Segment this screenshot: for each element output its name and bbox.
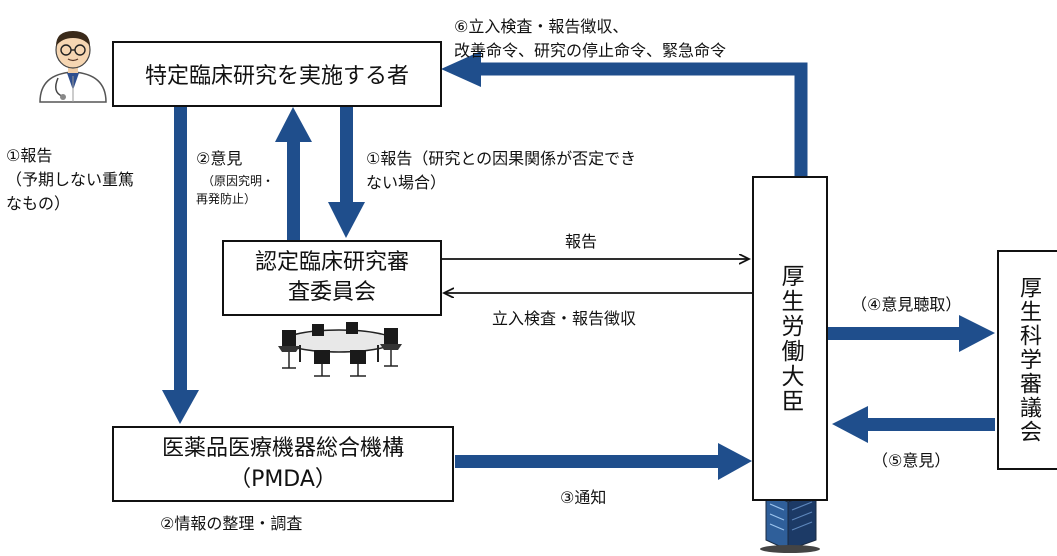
arrow-report-serious [162,106,199,424]
report-causal-label-line2: ない場合） [366,173,447,192]
council-label: 厚生科学審議会 [1016,276,1041,444]
doctor-icon [39,31,107,103]
arrow-opinion [275,107,312,241]
researcher-box: 特定臨床研究を実施する者 [112,41,442,107]
arrow-orders [441,51,808,176]
inspection-label: 立入検査・報告徴収 [492,309,637,328]
orders-label-line1: ⑥立入検査・報告徴収、 [454,17,629,36]
council-box: 厚生科学審議会 [997,250,1057,470]
meeting-table-icon [278,322,402,377]
report-thin-label: 報告 [565,232,598,251]
pmda-box: 医薬品医療機器総合機構 （PMDA） [112,426,454,502]
report-serious-label-line1: ①報告 [6,146,53,165]
arrow-hearing [828,315,995,352]
arrow-report-causal [328,106,365,238]
committee-label-line2: 査委員会 [287,280,376,305]
committee-box: 認定臨床研究審 査委員会 [222,240,442,316]
arrow-council-opinion [832,406,995,443]
notice-label: ③通知 [560,488,607,507]
opinion-detail-line1: （原因究明・ [202,174,275,188]
arrow-notice [455,443,752,480]
hearing-label: （④意見聴取） [851,295,962,314]
opinion-detail-line2: 再発防止） [196,192,257,206]
researcher-label: 特定臨床研究を実施する者 [144,64,409,89]
info-label: ②情報の整理・調査 [160,514,303,533]
report-serious-label-line3: なもの） [6,194,71,213]
report-causal-label-line1: ①報告（研究との因果関係が否定でき [366,149,637,168]
minister-label: 厚生労働大臣 [777,263,803,414]
pmda-label-line1: 医薬品医療機器総合機構 [161,436,404,461]
committee-label-line1: 認定臨床研究審 [254,250,409,275]
council-opinion-label: （⑤意見） [872,451,951,470]
report-serious-label-line2: （予期しない重篤 [6,170,135,189]
minister-box: 厚生労働大臣 [752,176,828,501]
pmda-label-line2: （PMDA） [229,467,337,492]
opinion-label: ②意見 [196,149,243,168]
orders-label-line2: 改善命令、研究の停止命令、緊急命令 [454,41,727,60]
